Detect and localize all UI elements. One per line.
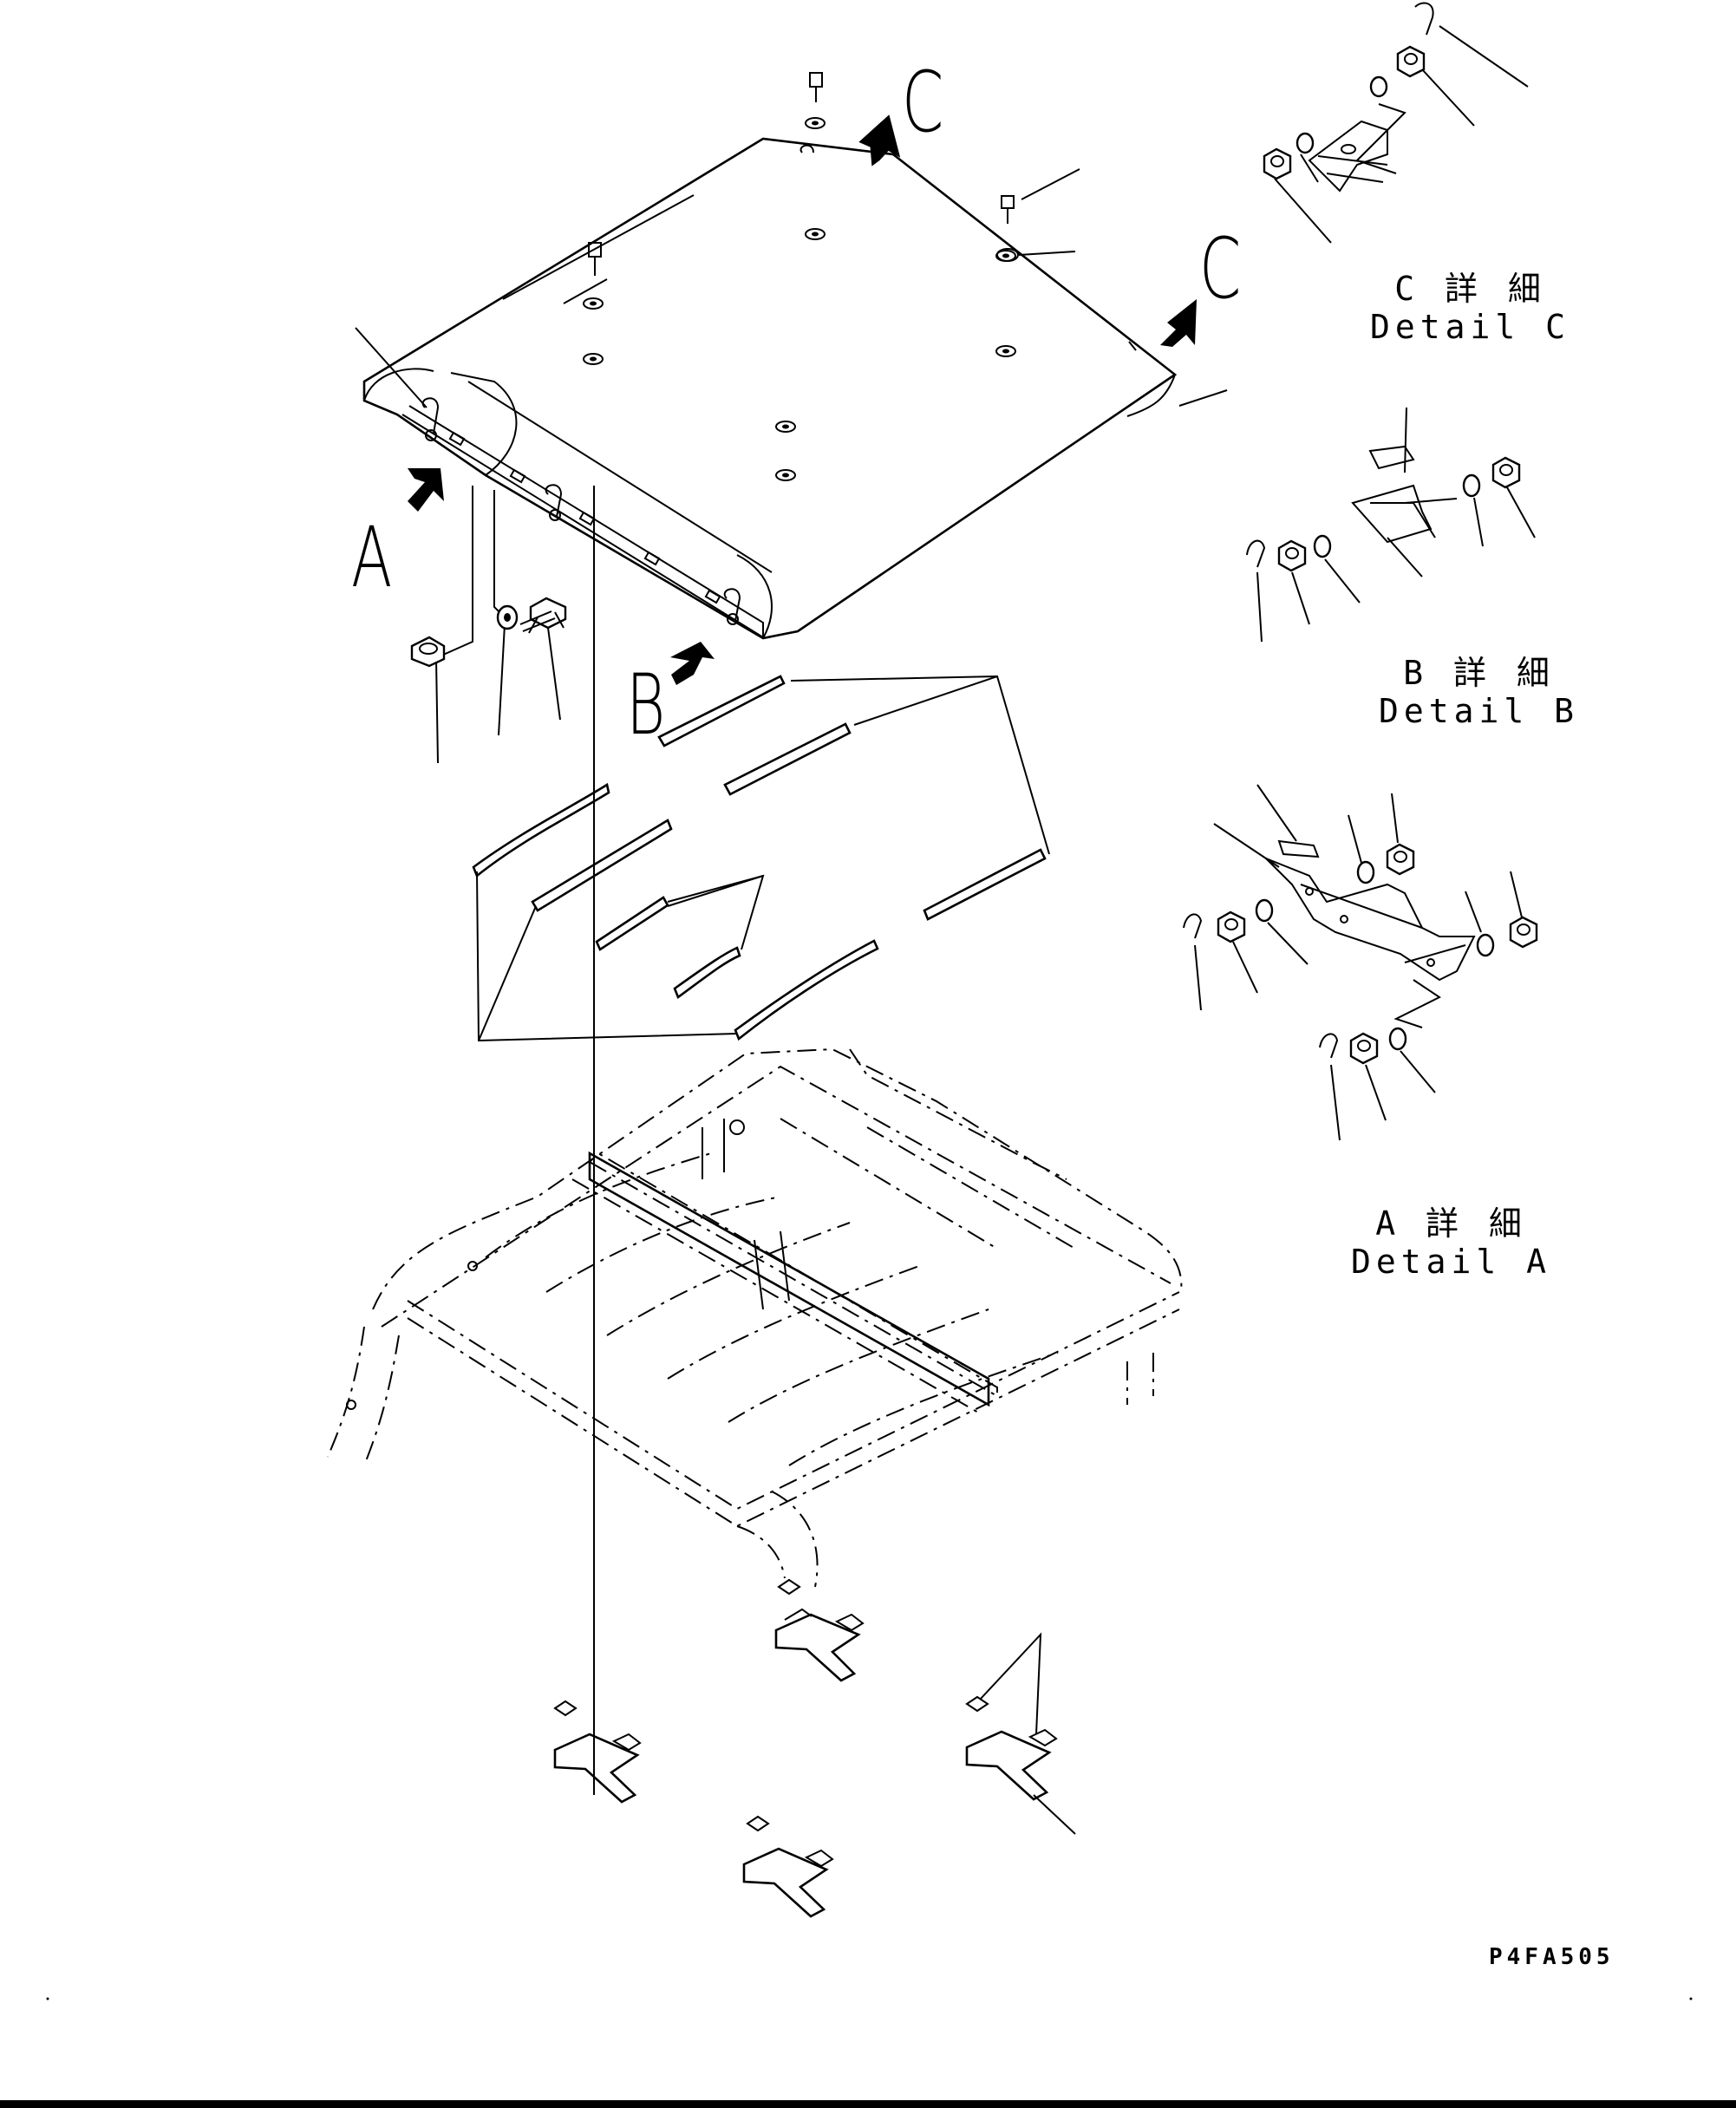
detail-c-en: Detail C (1370, 307, 1571, 346)
callout-c-top: C (902, 54, 944, 151)
bottom-border (0, 2100, 1736, 2108)
detail-b-caption: B 詳 細 Detail B (1379, 654, 1580, 730)
detail-a-en: Detail A (1351, 1242, 1552, 1281)
detail-a-jp: A 詳 細 (1375, 1204, 1527, 1243)
detail-a-drawing (1183, 784, 1538, 1141)
detail-c-caption: C 詳 細 Detail C (1370, 270, 1571, 346)
seal-strips (472, 675, 1050, 1042)
cab-frame (327, 1047, 1183, 1588)
callout-b: B (626, 656, 666, 754)
detail-b-drawing (1246, 407, 1536, 643)
detail-c-drawing (1263, 2, 1529, 244)
detail-c-jp: C 詳 細 (1394, 270, 1546, 308)
front-hardware (410, 597, 567, 668)
drawing-code: P4FA505 (1489, 1944, 1615, 1970)
detail-b-en: Detail B (1379, 691, 1580, 730)
clips (553, 1578, 1076, 1918)
callout-c-right: C (1199, 220, 1242, 317)
leader-lines (355, 168, 1228, 1795)
detail-b-jp: B 詳 細 (1403, 654, 1555, 692)
view-arrows (408, 114, 1197, 685)
roof-panel (362, 117, 1178, 640)
callout-a: A (351, 509, 393, 606)
detail-a-caption: A 詳 細 Detail A (1351, 1204, 1552, 1281)
roof-bolts (588, 72, 1019, 276)
